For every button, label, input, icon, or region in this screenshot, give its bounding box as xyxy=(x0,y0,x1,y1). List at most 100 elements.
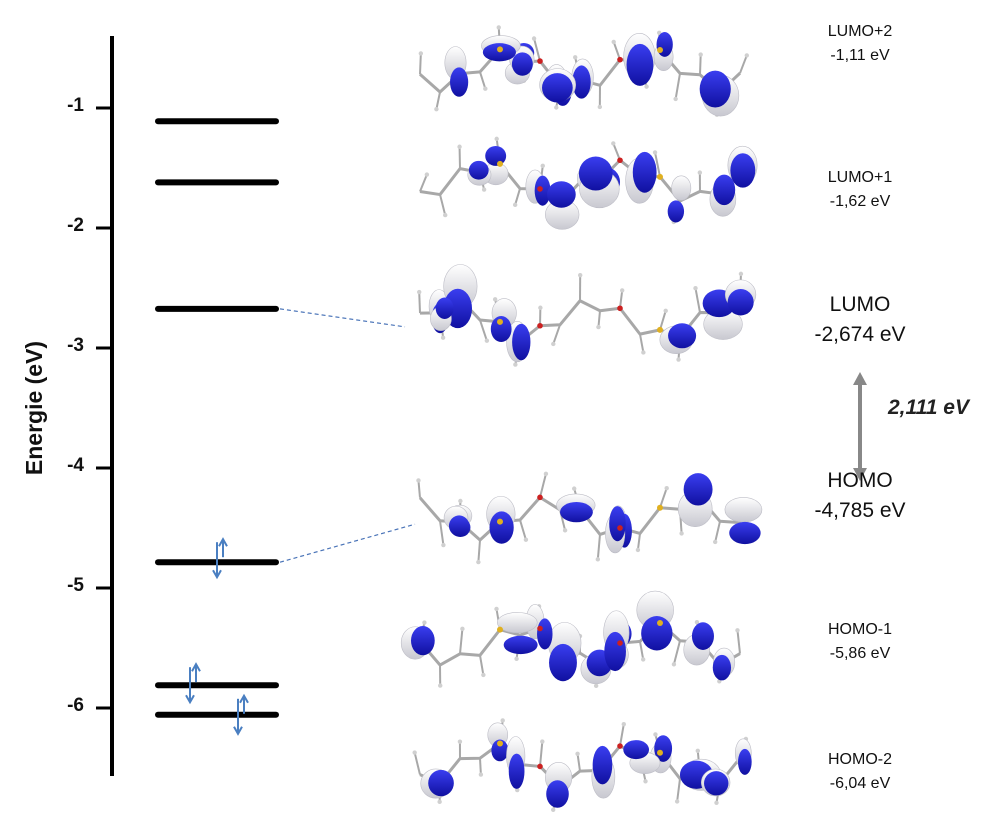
connector-homo xyxy=(279,523,416,563)
orbital-image-lumo xyxy=(417,264,757,367)
oxygen-atom xyxy=(537,322,543,329)
spin-up-head xyxy=(239,693,249,704)
molecule-bond xyxy=(674,73,681,100)
orbital-lobe-positive xyxy=(724,497,763,523)
hydrogen-atom xyxy=(578,272,583,278)
orbital-lobe-positive xyxy=(671,175,692,201)
spin-down-head xyxy=(185,694,195,705)
hydrogen-atom xyxy=(611,141,616,146)
molecule-bond xyxy=(639,641,645,660)
hydrogen-atom xyxy=(422,620,427,625)
orbital-lobe-negative xyxy=(729,521,761,545)
hydrogen-atom xyxy=(500,718,505,723)
orbital-lobe-negative xyxy=(485,145,507,166)
level-energy: -5,86 eV xyxy=(829,645,891,662)
molecule-bond xyxy=(417,480,421,498)
molecule-bond xyxy=(413,752,421,775)
orbital-lobe-negative xyxy=(503,635,538,655)
molecule-bond xyxy=(654,152,661,178)
hydrogen-atom xyxy=(663,308,668,313)
orbital-lobe-negative xyxy=(508,753,525,789)
connector-lumo xyxy=(279,308,406,328)
hydrogen-atom xyxy=(664,486,669,491)
y-tick-label: -5 xyxy=(67,575,84,596)
hydrogen-atom xyxy=(673,96,678,102)
molecule-bond xyxy=(418,292,421,314)
hydrogen-atom xyxy=(481,187,487,192)
molecule-bond xyxy=(477,539,481,563)
oxygen-atom xyxy=(537,58,543,64)
oxygen-atom xyxy=(617,640,623,646)
molecule-bond xyxy=(479,655,485,676)
hydrogen-atom xyxy=(643,779,648,784)
y-tick-label: -6 xyxy=(67,695,84,716)
hydrogen-atom xyxy=(641,350,646,355)
level-label-homo-2: HOMO-2-6,04 eV xyxy=(796,748,924,796)
molecule-bond xyxy=(479,758,482,775)
hydrogen-atom xyxy=(621,722,626,727)
hydrogen-atom xyxy=(738,271,744,277)
sulfur-atom xyxy=(657,173,663,180)
molecule-bond xyxy=(596,534,601,560)
orbital-lobe-negative xyxy=(468,160,489,180)
orbital-lobe-negative xyxy=(410,626,435,656)
hydrogen-atom xyxy=(593,683,599,689)
orbital-lobe-negative xyxy=(668,323,697,349)
orbital-lobe-negative xyxy=(560,501,593,523)
sulfur-atom xyxy=(657,326,663,333)
level-energy: -2,674 eV xyxy=(814,323,906,346)
orbital-lobe-positive xyxy=(496,612,538,634)
hydrogen-atom xyxy=(457,739,463,744)
sulfur-atom xyxy=(497,318,503,325)
hydrogen-atom xyxy=(540,163,545,169)
hydrogen-atom xyxy=(540,739,545,744)
level-name: HOMO-2 xyxy=(828,751,892,768)
oxygen-atom xyxy=(617,56,623,63)
orbital-lobe-negative xyxy=(656,32,673,57)
orbital-lobe-negative xyxy=(699,70,731,108)
hydrogen-atom xyxy=(572,486,577,491)
level-label-homo-1: HOMO-1-5,86 eV xyxy=(796,618,924,666)
hydrogen-atom xyxy=(551,807,556,812)
spin-pair-homo-1 xyxy=(185,662,201,705)
molecule-bond xyxy=(699,54,702,75)
hydrogen-atom xyxy=(679,531,684,536)
orbital-lobe-negative xyxy=(435,297,454,319)
level-label-lumo+2: LUMO+2-1,11 eV xyxy=(796,20,924,68)
y-axis-title: Energie (eV) xyxy=(21,340,47,476)
hydrogen-atom xyxy=(620,288,625,293)
molecule-bond xyxy=(435,91,441,110)
hydrogen-atom xyxy=(460,626,465,632)
orbital-lobe-negative xyxy=(572,65,591,99)
hydrogen-atom xyxy=(698,52,703,57)
sulfur-atom xyxy=(657,749,663,756)
oxygen-atom xyxy=(537,763,543,770)
y-tick-label: -3 xyxy=(67,335,84,356)
level-name: LUMO+2 xyxy=(827,23,893,40)
sulfur-atom xyxy=(657,620,663,627)
orbital-lobe-negative xyxy=(537,618,553,650)
molecule-bond xyxy=(714,521,721,543)
orbital-lobe-negative xyxy=(511,52,533,76)
molecule-bond xyxy=(619,290,624,309)
orbital-lobe-negative xyxy=(490,315,512,343)
level-name: LUMO xyxy=(829,293,891,316)
orbital-lobe-negative xyxy=(592,745,613,785)
orbital-lobe-negative xyxy=(549,643,577,682)
hydrogen-atom xyxy=(443,212,448,218)
spin-up-head xyxy=(191,662,201,672)
hydrogen-atom xyxy=(551,341,556,347)
sulfur-atom xyxy=(497,518,503,525)
hydrogen-atom xyxy=(611,39,616,45)
molecule-bond xyxy=(539,741,544,767)
orbital-lobe-negative xyxy=(491,739,509,762)
sulfur-atom xyxy=(497,740,503,747)
molecule-bond xyxy=(439,520,445,546)
molecule-bond xyxy=(459,628,464,654)
sulfur-atom xyxy=(497,626,503,633)
molecule-bond xyxy=(519,519,527,541)
level-energy: -4,785 eV xyxy=(814,499,906,522)
sulfur-atom xyxy=(657,46,663,53)
orbital-lobe-negative xyxy=(604,631,626,672)
